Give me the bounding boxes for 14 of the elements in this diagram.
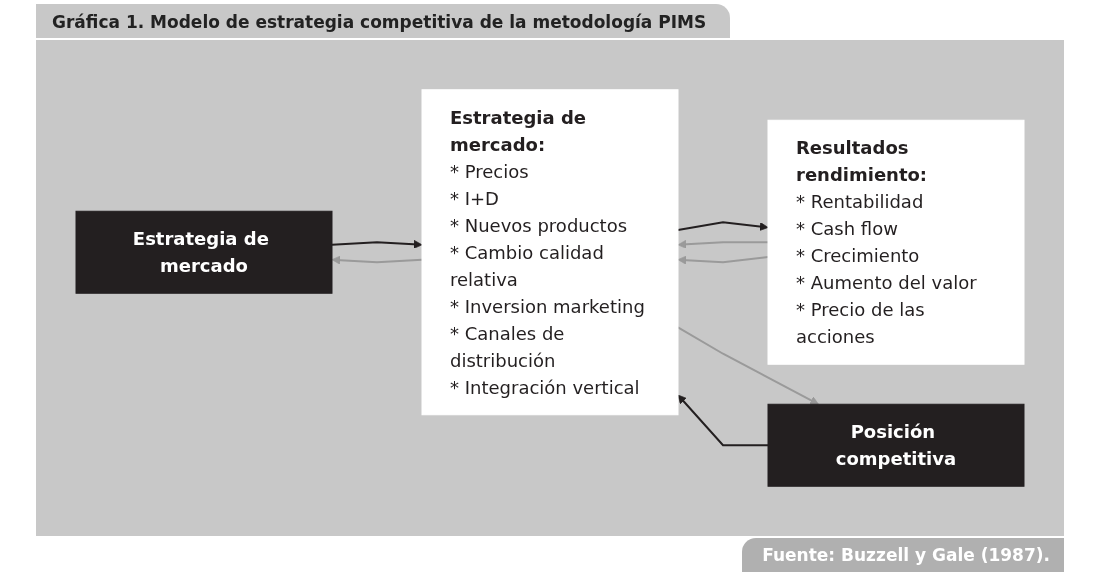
arrow	[677, 394, 769, 447]
arrow	[331, 255, 423, 265]
arrow	[677, 240, 769, 249]
node-box	[75, 210, 333, 294]
node-box	[421, 89, 679, 416]
arrow	[677, 221, 769, 232]
source-caption: Fuente: Buzzell y Gale (1987).	[742, 538, 1064, 572]
diagram-title: Gráfica 1. Modelo de estrategia competitiva de la metodología PIMS	[36, 4, 731, 38]
diagram-panel: Estrategia de mercado Posición competitiva Estrategia de mercado: * Precios * I+D * Nuevos productos * Cambio calidad relativa * Inversion marketing * Canales de distribución * Integración vertical Resultados rendimiento: * Rentabilidad * Cash flow * Crecimiento * Aumento del valor * Precio de las acciones	[36, 40, 1064, 536]
arrow	[331, 240, 423, 249]
arrow	[677, 326, 819, 405]
arrow	[677, 255, 769, 265]
node-box	[767, 403, 1025, 487]
node-box	[767, 119, 1025, 365]
